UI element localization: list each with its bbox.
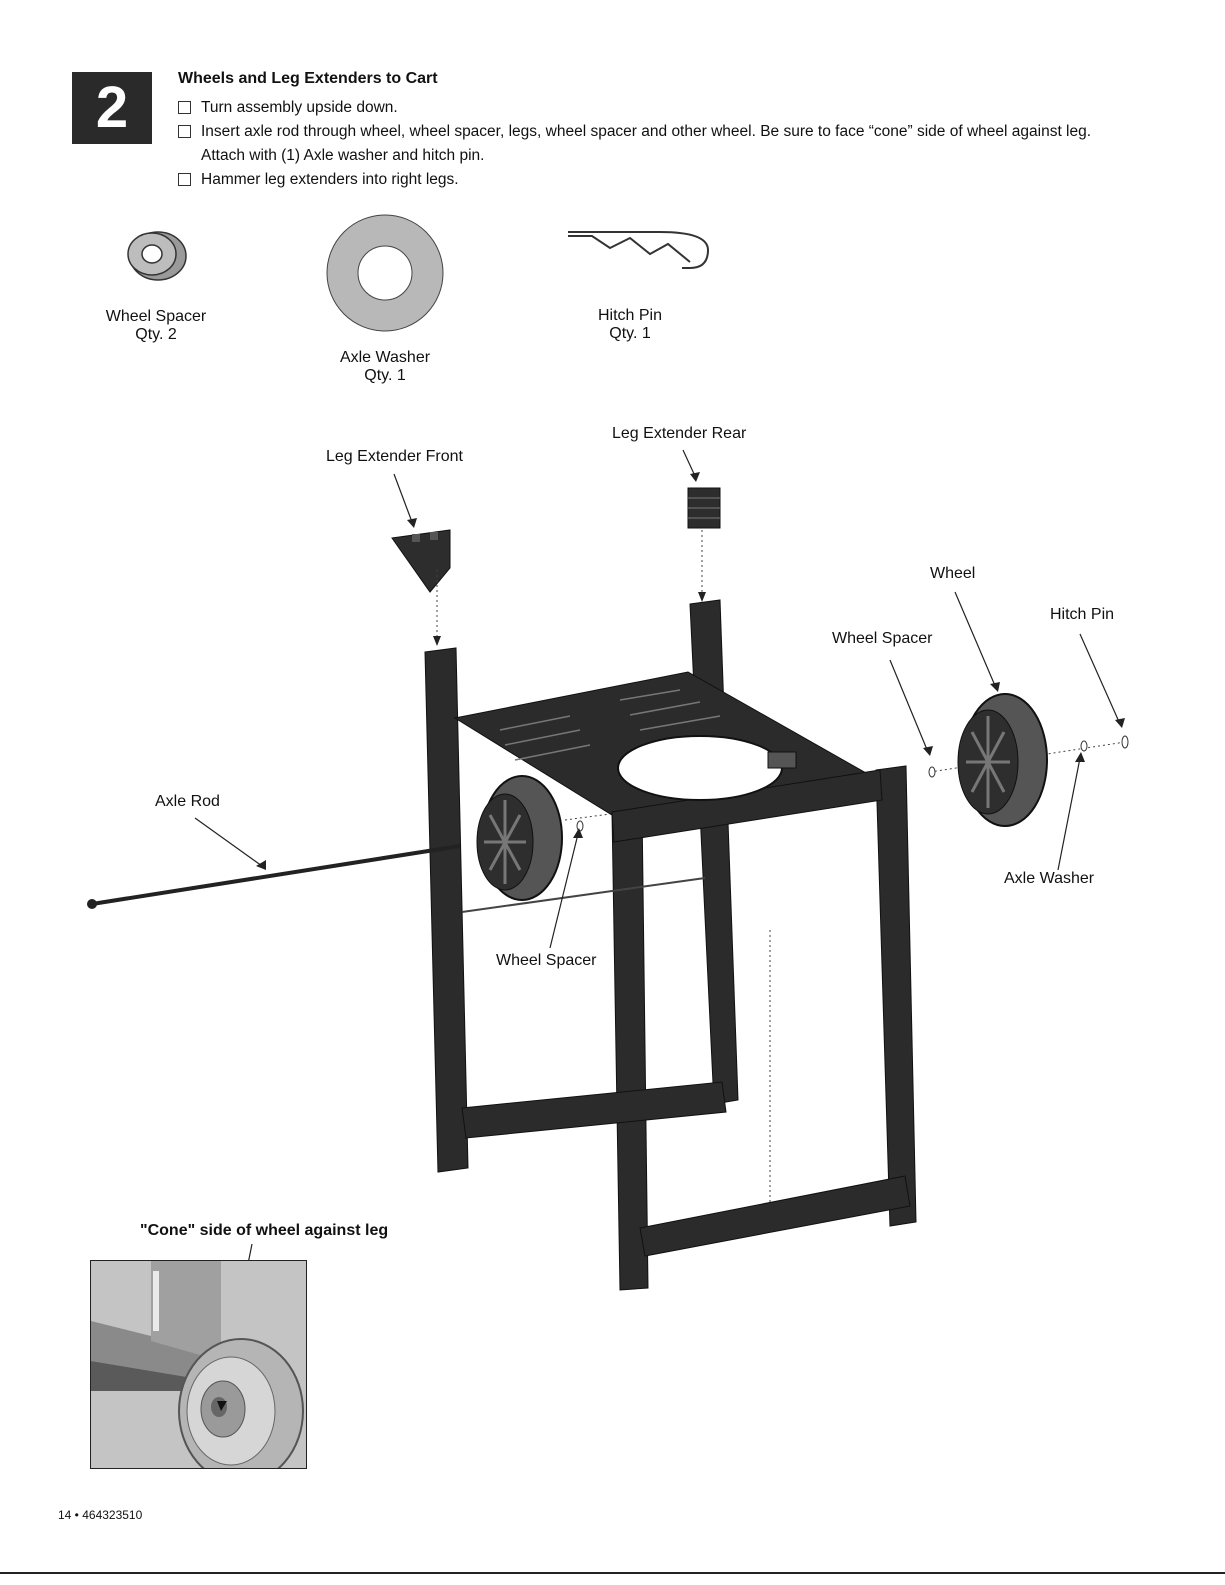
axle-rod-through <box>461 877 706 913</box>
part-label-hitch-pin: Hitch Pin Qty. 1 <box>590 307 670 343</box>
checkbox[interactable] <box>178 173 191 186</box>
bottom-rule <box>0 1572 1225 1574</box>
part-label-axle-washer: Axle Washer Qty. 1 <box>334 349 436 385</box>
callout-axle-washer: Axle Washer <box>1004 870 1095 887</box>
checkbox[interactable] <box>178 125 191 138</box>
right-wheel <box>957 693 1048 827</box>
part-label-wheel-spacer: Wheel Spacer Qty. 2 <box>104 308 208 344</box>
instruction-item: Hammer leg extenders into right legs. <box>178 168 1091 192</box>
instruction-text: Attach with (1) Axle washer and hitch pi… <box>201 147 485 164</box>
part-qty: Qty. 2 <box>135 326 177 343</box>
axle-washer-part <box>1080 740 1088 752</box>
callout-wheel-spacer-left: Wheel Spacer <box>496 952 597 969</box>
instruction-list: Turn assembly upside down. Insert axle r… <box>178 96 1091 192</box>
instruction-text: Hammer leg extenders into right legs. <box>201 171 459 188</box>
callout-leg-extender-front: Leg Extender Front <box>326 448 463 465</box>
instruction-continuation: Attach with (1) Axle washer and hitch pi… <box>178 144 1091 168</box>
left-wheel <box>476 775 563 901</box>
instruction-text: Turn assembly upside down. <box>201 99 398 116</box>
page-footer: 14 • 464323510 <box>58 1508 143 1522</box>
gas-fitting <box>767 751 797 769</box>
cone-side-note: "Cone" side of wheel against leg <box>140 1222 389 1239</box>
part-name: Axle Washer <box>339 349 431 366</box>
callout-wheel-spacer-right: Wheel Spacer <box>832 630 933 647</box>
part-qty: Qty. 1 <box>609 325 651 342</box>
axle-rod <box>91 844 461 906</box>
leg-extender-rear <box>687 487 721 529</box>
leg-extender-front <box>391 529 451 593</box>
part-name: Wheel Spacer <box>105 308 207 325</box>
step-number-badge: 2 <box>72 72 152 144</box>
instruction-item: Turn assembly upside down. <box>178 96 1091 120</box>
wheel-spacer-part <box>928 766 936 778</box>
instruction-item: Insert axle rod through wheel, wheel spa… <box>178 120 1091 144</box>
hitch-pin-icon <box>568 231 710 269</box>
callout-wheel: Wheel <box>930 565 976 582</box>
axle-rod-head <box>87 899 97 909</box>
wheel-spacer-part <box>576 820 584 832</box>
shelf-opening <box>617 735 783 801</box>
step-title: Wheels and Leg Extenders to Cart <box>178 70 438 87</box>
hitch-pin-part <box>1121 735 1129 749</box>
callout-axle-rod: Axle Rod <box>155 793 220 810</box>
guide-lines <box>436 530 1126 1228</box>
callout-hitch-pin: Hitch Pin <box>1050 606 1115 623</box>
cone-detail-illustration <box>91 1261 306 1468</box>
checkbox[interactable] <box>178 101 191 114</box>
instruction-text: Insert axle rod through wheel, wheel spa… <box>201 123 1092 140</box>
axle-washer-icon <box>326 214 444 332</box>
wheel-spacer-icon <box>127 231 187 281</box>
cart-frame <box>424 599 917 1291</box>
part-qty: Qty. 1 <box>364 367 406 384</box>
leader-arrowheads <box>256 472 1125 870</box>
part-name: Hitch Pin <box>597 307 663 324</box>
cone-detail-inset <box>90 1260 307 1469</box>
shelf-slats <box>499 689 721 761</box>
callout-leg-extender-rear: Leg Extender Rear <box>612 425 747 442</box>
